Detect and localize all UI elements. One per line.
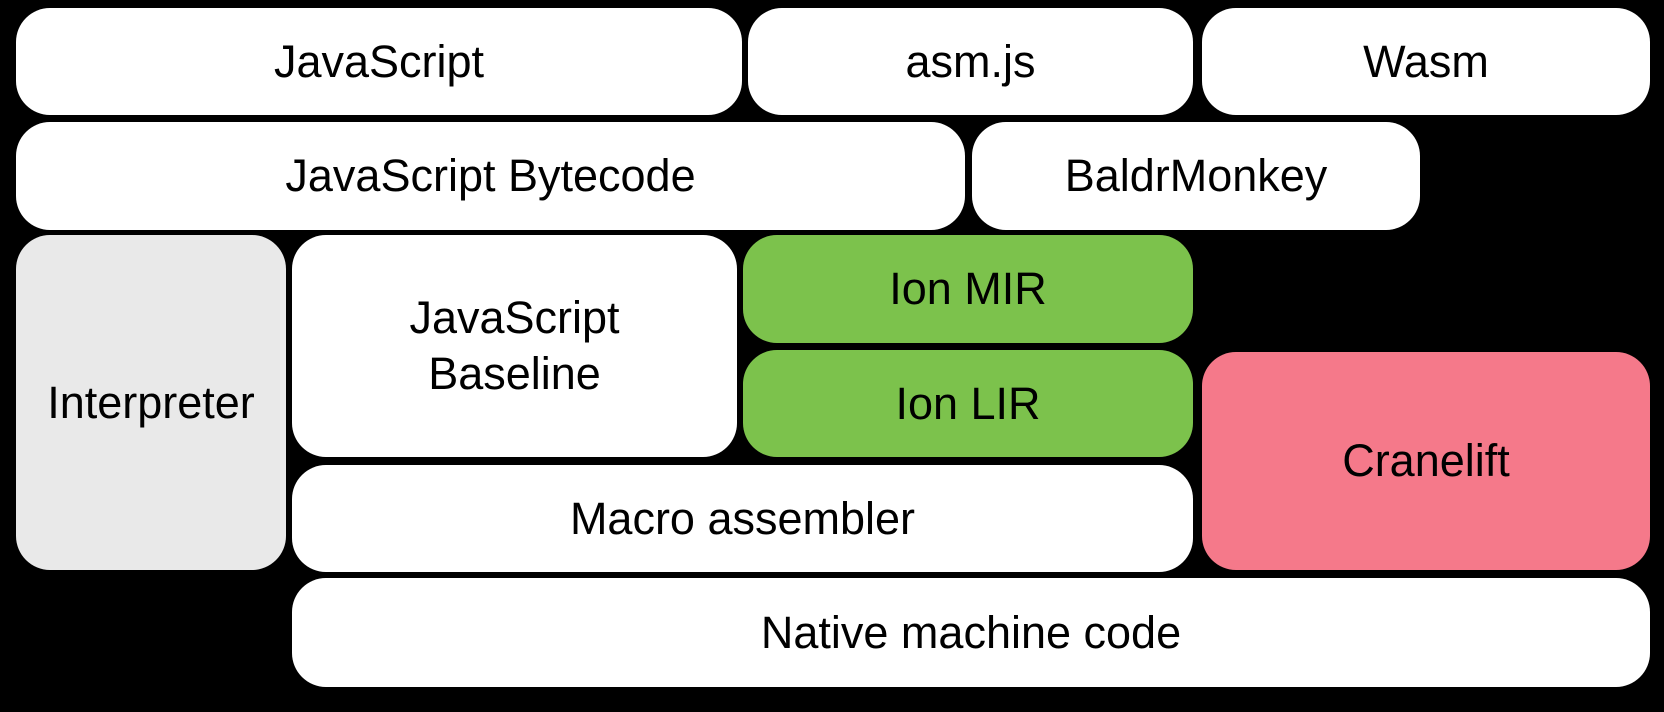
- box-interpreter-label: Interpreter: [47, 376, 255, 428]
- box-cranelift-label: Cranelift: [1342, 435, 1510, 486]
- box-cranelift: Cranelift: [1202, 352, 1650, 570]
- box-interpreter: Interpreter: [16, 235, 286, 570]
- box-ion-mir: Ion MIR: [743, 235, 1193, 343]
- box-javascript-baseline-label: JavaScript Baseline: [409, 291, 620, 399]
- box-native-machine-code: Native machine code: [292, 578, 1650, 687]
- box-native-machine-code-label: Native machine code: [760, 606, 1182, 658]
- box-javascript-bytecode-label: JavaScript Bytecode: [285, 150, 696, 201]
- box-ion-lir-label: Ion LIR: [895, 377, 1041, 429]
- box-javascript-label: JavaScript: [273, 35, 485, 87]
- box-macro-assembler-label: Macro assembler: [569, 492, 916, 544]
- box-macro-assembler: Macro assembler: [292, 465, 1193, 572]
- box-javascript: JavaScript: [16, 8, 742, 115]
- box-ion-lir: Ion LIR: [743, 350, 1193, 457]
- box-asmjs-label: asm.js: [905, 35, 1036, 87]
- box-baldrmonkey-label: BaldrMonkey: [1064, 150, 1328, 201]
- box-wasm-label: Wasm: [1363, 35, 1489, 87]
- box-baldrmonkey: BaldrMonkey: [972, 122, 1420, 230]
- box-javascript-bytecode: JavaScript Bytecode: [16, 122, 965, 230]
- box-wasm: Wasm: [1202, 8, 1650, 115]
- box-asmjs: asm.js: [748, 8, 1193, 115]
- box-javascript-baseline: JavaScript Baseline: [292, 235, 737, 457]
- box-ion-mir-label: Ion MIR: [889, 263, 1047, 314]
